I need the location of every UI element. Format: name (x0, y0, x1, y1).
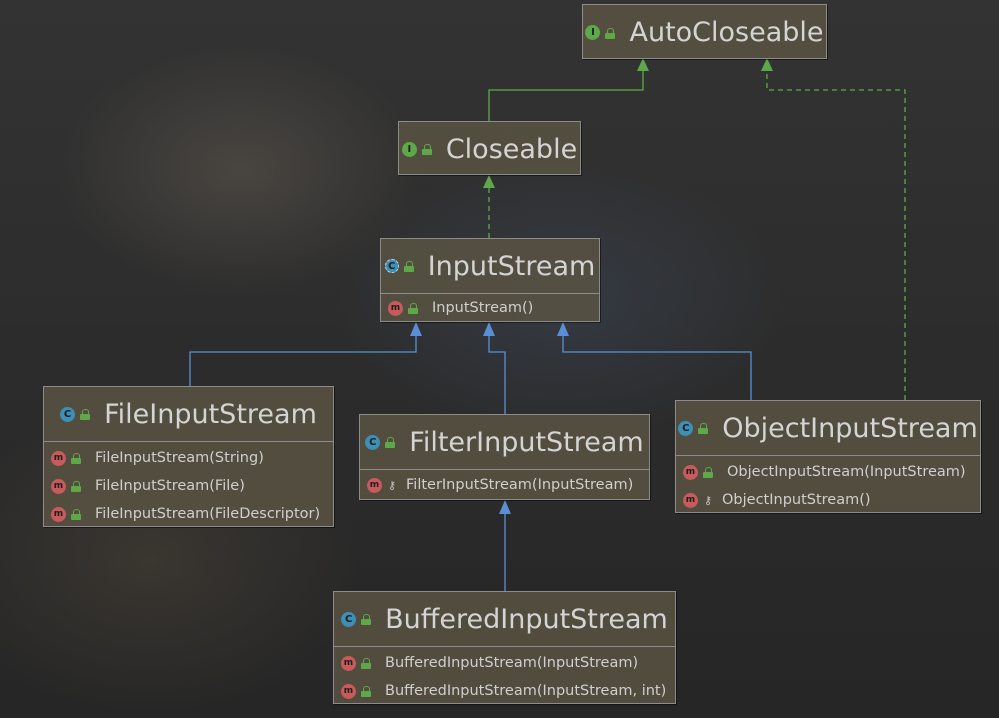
divider (676, 455, 980, 456)
public-lock-icon (408, 303, 418, 314)
public-lock-icon (361, 614, 372, 625)
public-lock-icon (703, 467, 713, 478)
interface-icon: I (401, 141, 417, 157)
arrowhead-closeable (483, 175, 495, 188)
divider (334, 646, 675, 647)
divider (44, 441, 333, 442)
member-list: m ObjectInputStream(InputStream) m ⚷ Obj… (676, 456, 980, 518)
member-signature: FilterInputStream(InputStream) (406, 477, 634, 493)
method-icon: m (51, 506, 66, 522)
method-icon: m (341, 683, 356, 699)
public-lock-icon (71, 509, 81, 520)
public-lock-icon (403, 261, 414, 272)
member-signature: FileInputStream(File) (95, 478, 245, 494)
arrowhead-autocloseable-left (637, 58, 649, 71)
member-signature: ObjectInputStream(InputStream) (727, 464, 966, 480)
inputstream-node[interactable]: C InputStream m InputStream() (380, 238, 600, 322)
closeable-node[interactable]: I Closeable (398, 121, 581, 175)
arrowhead-inputstream-3 (557, 322, 569, 336)
member-row[interactable]: m FileInputStream(FileDescriptor) (44, 500, 333, 528)
autocloseable-header: I AutoCloseable (583, 5, 826, 60)
method-icon: m (51, 450, 66, 466)
member-list: m BufferedInputStream(InputStream) m Buf… (334, 647, 675, 709)
public-lock-icon (71, 453, 81, 464)
edge-objectinputstream-inputstream (562, 336, 752, 400)
class-icon: C (60, 406, 76, 422)
member-row[interactable]: m InputStream() (381, 294, 599, 322)
member-signature: ObjectInputStream() (722, 492, 871, 508)
public-lock-icon (361, 686, 371, 697)
member-list: m FileInputStream(String) m FileInputStr… (44, 442, 333, 532)
node-title: ObjectInputStream (722, 412, 978, 444)
filterinputstream-header: C FilterInputStream (360, 415, 649, 469)
public-lock-icon (421, 144, 432, 155)
node-title: FileInputStream (104, 398, 317, 430)
arrowhead-inputstream-1 (410, 322, 422, 336)
method-icon: m (367, 477, 382, 493)
fileinputstream-header: C FileInputStream (44, 387, 333, 441)
arrowhead-inputstream-2 (483, 322, 495, 336)
public-lock-icon (605, 27, 616, 39)
member-signature: FileInputStream(FileDescriptor) (95, 506, 321, 522)
node-title: InputStream (427, 250, 596, 282)
member-signature: BufferedInputStream(InputStream) (385, 655, 639, 671)
member-list: m InputStream() (381, 294, 599, 322)
member-row[interactable]: m FileInputStream(String) (44, 444, 333, 472)
filterinputstream-node[interactable]: C FilterInputStream m ⚷ FilterInputStrea… (359, 414, 650, 500)
node-title: Closeable (445, 133, 578, 165)
member-row[interactable]: m ⚷ ObjectInputStream() (676, 486, 980, 514)
divider (360, 469, 649, 470)
method-icon: m (51, 478, 66, 494)
abstract-class-icon: C (384, 259, 399, 273)
member-row[interactable]: m BufferedInputStream(InputStream, int) (334, 677, 675, 705)
member-row[interactable]: m FileInputStream(File) (44, 472, 333, 500)
method-icon: m (341, 655, 356, 671)
class-icon: C (341, 611, 357, 627)
node-title: AutoCloseable (629, 17, 824, 48)
public-lock-icon (361, 658, 371, 669)
public-lock-icon (80, 409, 91, 420)
member-signature: BufferedInputStream(InputStream, int) (385, 683, 667, 699)
autocloseable-node[interactable]: I AutoCloseable (582, 4, 827, 59)
member-row[interactable]: m ⚷ FilterInputStream(InputStream) (360, 471, 649, 499)
edge-objectinputstream-autocloseable (766, 70, 906, 400)
arrowhead-autocloseable-right (761, 58, 773, 71)
objectinputstream-header: C ObjectInputStream (676, 401, 980, 455)
protected-key-icon: ⚷ (703, 493, 713, 507)
edge-closeable-autocloseable (488, 70, 644, 122)
arrowhead-filterinputstream (499, 500, 511, 514)
class-icon: C (678, 420, 694, 436)
edge-filterinputstream-inputstream (488, 336, 506, 414)
protected-key-icon: ⚷ (387, 478, 397, 492)
node-title: FilterInputStream (409, 426, 644, 458)
divider (381, 293, 599, 294)
public-lock-icon (385, 437, 396, 448)
member-list: m ⚷ FilterInputStream(InputStream) (360, 470, 649, 499)
public-lock-icon (698, 423, 709, 434)
closeable-header: I Closeable (399, 122, 580, 176)
inputstream-header: C InputStream (381, 239, 599, 293)
bufferedinputstream-header: C BufferedInputStream (334, 592, 675, 646)
interface-icon: I (585, 25, 601, 40)
public-lock-icon (71, 481, 81, 492)
method-icon: m (388, 300, 403, 316)
member-row[interactable]: m ObjectInputStream(InputStream) (676, 458, 980, 486)
method-icon: m (683, 464, 698, 480)
edge-fileinputstream-inputstream (189, 336, 417, 386)
class-icon: C (365, 434, 381, 450)
fileinputstream-node[interactable]: C FileInputStream m FileInputStream(Stri… (43, 386, 334, 527)
node-title: BufferedInputStream (385, 603, 668, 635)
objectinputstream-node[interactable]: C ObjectInputStream m ObjectInputStream(… (675, 400, 981, 513)
member-signature: InputStream() (432, 300, 534, 316)
member-row[interactable]: m BufferedInputStream(InputStream) (334, 649, 675, 677)
bufferedinputstream-node[interactable]: C BufferedInputStream m BufferedInputStr… (333, 591, 676, 704)
method-icon: m (683, 492, 698, 508)
member-signature: FileInputStream(String) (95, 450, 264, 466)
